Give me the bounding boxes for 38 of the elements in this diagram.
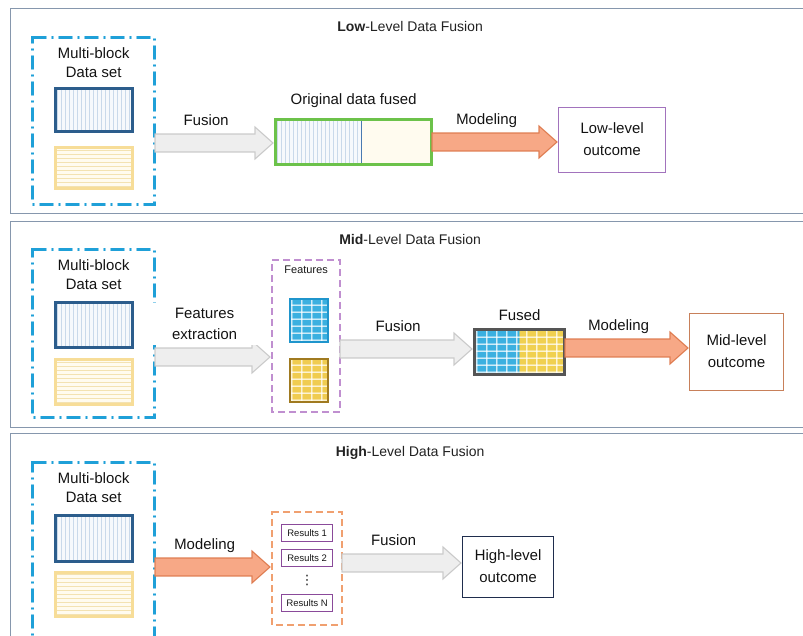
block-heading: Original data fused bbox=[290, 91, 418, 108]
result-item: Results 2 bbox=[281, 549, 333, 567]
block-arrow bbox=[431, 124, 558, 160]
outcome-box: High-level outcome bbox=[462, 536, 554, 598]
data-table-block bbox=[54, 514, 134, 563]
dataset-frame bbox=[31, 248, 156, 419]
panel bbox=[10, 8, 803, 214]
block-arrow bbox=[341, 546, 462, 580]
data-table-block bbox=[54, 87, 134, 133]
result-item: Results 1 bbox=[281, 524, 333, 542]
frame-label: Multi-block Data set bbox=[56, 469, 130, 507]
dataset-frame bbox=[31, 461, 156, 636]
block-arrow bbox=[154, 126, 274, 160]
block-heading: Fused bbox=[498, 307, 542, 324]
results-frame bbox=[271, 511, 343, 626]
block-arrow bbox=[339, 332, 473, 366]
data-table-block bbox=[54, 571, 134, 618]
panel-title: Mid-Level Data Fusion bbox=[338, 231, 482, 247]
block-arrow bbox=[564, 330, 689, 366]
features-frame bbox=[271, 259, 341, 413]
data-table-block bbox=[54, 301, 134, 349]
data-table-block bbox=[54, 146, 134, 190]
panel-title: Low-Level Data Fusion bbox=[336, 18, 484, 34]
data-table-block bbox=[54, 358, 134, 406]
dataset-frame bbox=[31, 36, 156, 206]
panel-title: High-Level Data Fusion bbox=[334, 443, 486, 459]
outcome-box: Mid-level outcome bbox=[689, 313, 784, 391]
block-arrow bbox=[154, 550, 271, 584]
frame-label: Features bbox=[283, 264, 329, 276]
panel bbox=[10, 433, 803, 636]
frame-label: Multi-block Data set bbox=[56, 44, 130, 82]
panel bbox=[10, 221, 803, 428]
feature-block bbox=[289, 298, 329, 343]
frame-label: Multi-block Data set bbox=[56, 256, 130, 294]
feature-block bbox=[289, 358, 329, 403]
vertical-ellipsis: ⋮ bbox=[300, 572, 314, 588]
result-item: Results N bbox=[281, 594, 333, 612]
outcome-box: Low-level outcome bbox=[558, 107, 666, 173]
